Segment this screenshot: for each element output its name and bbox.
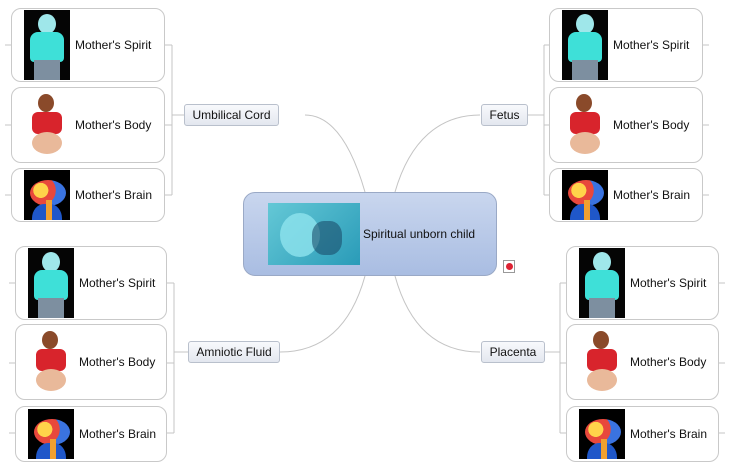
spirit-image [562,10,608,80]
branch-label: Umbilical Cord [192,108,271,122]
leaf-label: Mother's Brain [79,427,156,441]
leaf-mothers-brain[interactable]: Mother's Brain [11,168,165,222]
spirit-image [28,248,74,318]
leaf-label: Mother's Brain [630,427,707,441]
connector-placenta [394,275,481,353]
brain-image [579,409,625,459]
spirit-image [579,248,625,318]
leaf-label: Mother's Spirit [613,38,690,52]
leaf-label: Mother's Body [613,118,690,132]
leaf-mothers-body[interactable]: Mother's Body [15,324,167,400]
connector-fetus [394,114,481,193]
leaf-label: Mother's Body [79,355,156,369]
leaf-label: Mother's Spirit [75,38,152,52]
body-image [579,327,625,397]
leaf-mothers-brain[interactable]: Mother's Brain [566,406,719,462]
branch-fetus[interactable]: Fetus [481,104,528,126]
brain-image [562,170,608,220]
body-image [24,90,70,160]
leaf-label: Mother's Brain [75,188,152,202]
leaf-label: Mother's Spirit [79,276,156,290]
spirit-image [24,10,70,80]
branch-label: Amniotic Fluid [196,345,272,359]
branch-placenta[interactable]: Placenta [481,341,545,363]
leaf-mothers-body[interactable]: Mother's Body [11,87,165,163]
leaf-mothers-body[interactable]: Mother's Body [549,87,703,163]
note-icon[interactable] [503,260,515,273]
leaf-mothers-spirit[interactable]: Mother's Spirit [15,246,167,320]
connector-amniotic [279,275,366,353]
central-topic-label: Spiritual unborn child [363,227,476,241]
brain-image [28,409,74,459]
body-image [28,327,74,397]
central-topic[interactable]: Spiritual unborn child [243,192,497,276]
leaf-label: Mother's Body [630,355,707,369]
branch-amniotic-fluid[interactable]: Amniotic Fluid [188,341,280,363]
leaf-mothers-body[interactable]: Mother's Body [566,324,719,400]
leaf-mothers-brain[interactable]: Mother's Brain [549,168,703,222]
body-image [562,90,608,160]
brain-image [24,170,70,220]
leaf-label: Mother's Spirit [630,276,707,290]
leaf-mothers-spirit[interactable]: Mother's Spirit [11,8,165,82]
leaf-label: Mother's Brain [613,188,690,202]
leaf-mothers-spirit[interactable]: Mother's Spirit [566,246,719,320]
branch-label: Fetus [489,108,520,122]
leaf-mothers-brain[interactable]: Mother's Brain [15,406,167,462]
connector-umbilical [304,114,366,193]
branch-umbilical-cord[interactable]: Umbilical Cord [184,104,279,126]
leaf-mothers-spirit[interactable]: Mother's Spirit [549,8,703,82]
branch-label: Placenta [489,345,537,359]
fetus-image [268,203,360,265]
leaf-label: Mother's Body [75,118,152,132]
